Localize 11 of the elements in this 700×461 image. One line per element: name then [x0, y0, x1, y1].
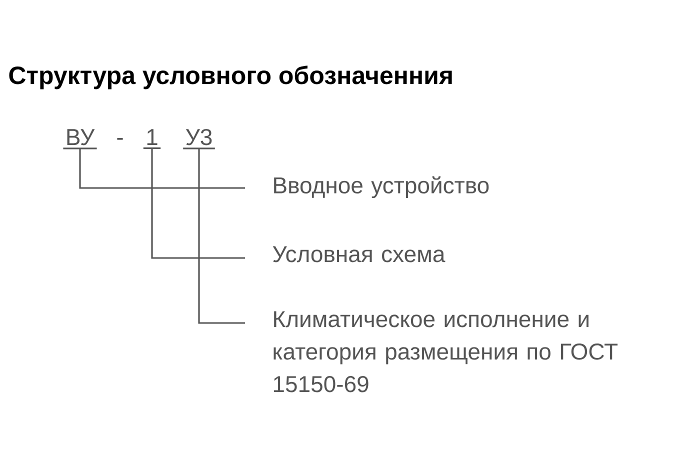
- code-letter: ВУ: [63, 129, 97, 150]
- dash-sign: -: [117, 138, 123, 140]
- title: Структура условного обозначенния: [9, 66, 452, 90]
- description-text: Климатическое исполнение и категория размещения по ГОСТ 15150-69: [274, 311, 618, 392]
- connector-line: [79, 148, 245, 189]
- code-letter: У3: [183, 128, 215, 150]
- code-letter: 1: [143, 129, 161, 149]
- description-text: Условная схема: [272, 246, 446, 262]
- connector-line: [198, 148, 245, 324]
- description-text: Вводное устройство: [274, 176, 489, 198]
- connector-line: [151, 148, 245, 259]
